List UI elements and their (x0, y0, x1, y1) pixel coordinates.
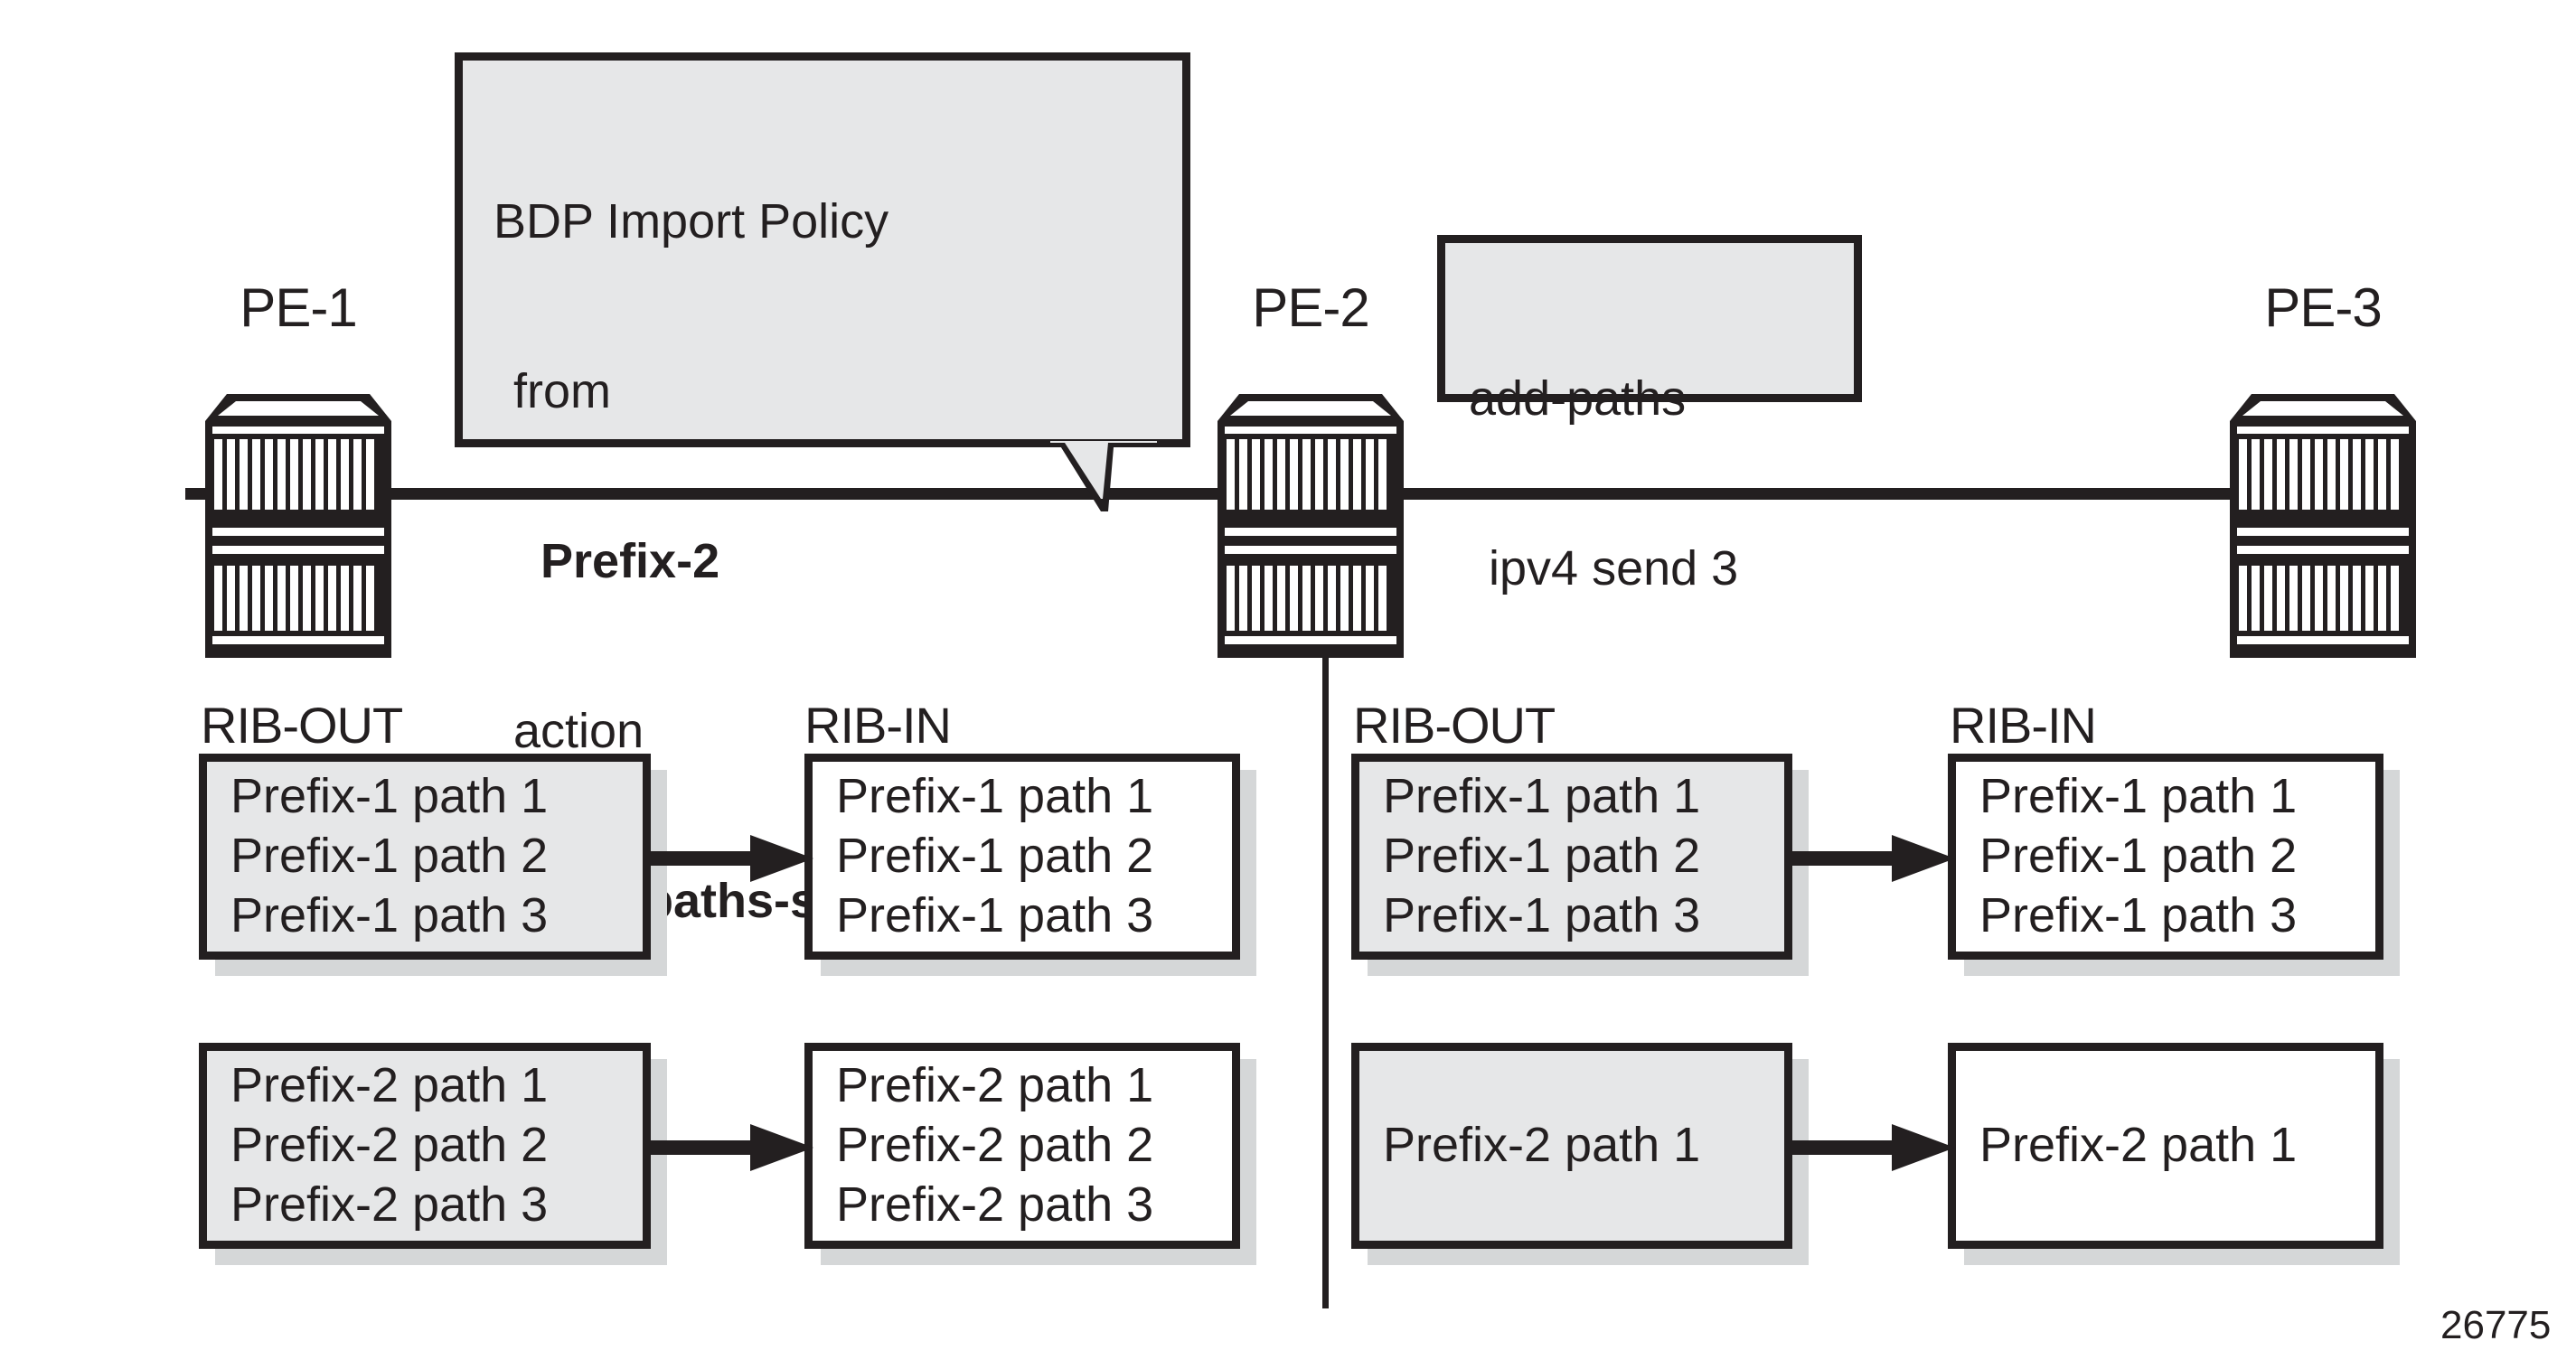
callout-tail-icon (1045, 439, 1162, 511)
prefix-line: Prefix-1 path 3 (836, 887, 1154, 942)
prefix-line: Prefix-1 path 2 (1383, 829, 1701, 884)
prefix-line: Prefix-2 path 1 (230, 1058, 549, 1113)
rib-header-pe2-rib-out: RIB-OUT (1353, 697, 1556, 754)
arrow-pe1-out-to-pe2-in-prefix1 (649, 835, 813, 882)
prefix-line: Prefix-1 path 2 (1979, 829, 2298, 884)
trunk-link-right (1302, 488, 2269, 500)
prefix-box-pe2-out-prefix2: Prefix-2 path 1 (1351, 1043, 1792, 1249)
pe2-vertical-divider (1322, 622, 1329, 1308)
chassis-icon (2230, 394, 2416, 658)
prefix-box-pe1-out-prefix1: Prefix-1 path 1 Prefix-1 path 2 Prefix-1… (199, 754, 651, 960)
prefix-line: Prefix-1 path 2 (836, 829, 1154, 884)
prefix-box-pe3-in-prefix1: Prefix-1 path 1 Prefix-1 path 2 Prefix-1… (1948, 754, 2383, 960)
prefix-box-lines: Prefix-2 path 1 Prefix-2 path 2 Prefix-2… (207, 1056, 643, 1235)
prefix-line: Prefix-1 path 3 (1979, 887, 2298, 942)
prefix-line: Prefix-2 path 3 (230, 1177, 549, 1232)
callout-line-from: from (513, 364, 611, 419)
arrow-pe2-out-to-pe3-in-prefix2 (1791, 1124, 1955, 1171)
prefix-line: Prefix-1 path 2 (230, 829, 549, 884)
prefix-line: Prefix-2 path 1 (1979, 1118, 2298, 1173)
prefix-line: Prefix-1 path 1 (1383, 769, 1701, 824)
prefix-box-lines: Prefix-2 path 1 (1359, 1116, 1784, 1176)
prefix-box-lines: Prefix-1 path 1 Prefix-1 path 2 Prefix-1… (1359, 767, 1784, 946)
callout-line-add-paths: add-paths (1469, 371, 1687, 427)
router-label-pe-2: PE-2 (1252, 277, 1369, 338)
arrow-pe2-out-to-pe3-in-prefix1 (1791, 835, 1955, 882)
router-pe-2: PE-2 (1198, 277, 1424, 658)
prefix-box-pe2-in-prefix2: Prefix-2 path 1 Prefix-2 path 2 Prefix-2… (804, 1043, 1240, 1249)
rib-header-pe2-rib-in: RIB-IN (804, 697, 952, 754)
prefix-line: Prefix-2 path 3 (836, 1177, 1154, 1232)
router-pe-3: PE-3 (2210, 277, 2436, 658)
callout-add-paths-config: add-paths ipv4 send 3 (1437, 235, 1862, 595)
router-pe-1: PE-1 (185, 277, 411, 658)
trunk-link-left (185, 488, 1261, 500)
prefix-box-lines: Prefix-1 path 1 Prefix-1 path 2 Prefix-1… (813, 767, 1232, 946)
prefix-box-pe1-out-prefix2: Prefix-2 path 1 Prefix-2 path 2 Prefix-2… (199, 1043, 651, 1249)
prefix-box-pe3-in-prefix2: Prefix-2 path 1 (1948, 1043, 2383, 1249)
prefix-line: Prefix-1 path 3 (1383, 887, 1701, 942)
prefix-line: Prefix-1 path 3 (230, 887, 549, 942)
chassis-icon (1217, 394, 1404, 658)
prefix-line: Prefix-2 path 2 (836, 1118, 1154, 1173)
rib-header-pe3-rib-in: RIB-IN (1950, 697, 2097, 754)
prefix-box-pe2-in-prefix1: Prefix-1 path 1 Prefix-1 path 2 Prefix-1… (804, 754, 1240, 960)
prefix-box-lines: Prefix-1 path 1 Prefix-1 path 2 Prefix-1… (207, 767, 643, 946)
callout-line-policy: BDP Import Policy (494, 194, 889, 249)
prefix-line: Prefix-1 path 1 (1979, 769, 2298, 824)
chassis-icon (205, 394, 391, 658)
prefix-line: Prefix-1 path 1 (230, 769, 549, 824)
callout-add-paths-config-text: add-paths ipv4 send 3 (1445, 243, 1854, 719)
arrow-pe1-out-to-pe2-in-prefix2 (649, 1124, 813, 1171)
prefix-line: Prefix-2 path 1 (1383, 1118, 1701, 1173)
rib-header-pe1-rib-out: RIB-OUT (201, 697, 403, 754)
callout-line-ipv4-send: ipv4 send 3 (1489, 541, 1739, 596)
router-label-pe-1: PE-1 (240, 277, 357, 338)
callout-line-action: action (513, 703, 644, 758)
prefix-box-lines: Prefix-2 path 1 (1956, 1116, 2375, 1176)
prefix-box-pe2-out-prefix1: Prefix-1 path 1 Prefix-1 path 2 Prefix-1… (1351, 754, 1792, 960)
figure-number: 26775 (2440, 1303, 2552, 1347)
prefix-line: Prefix-2 path 1 (836, 1058, 1154, 1113)
prefix-box-lines: Prefix-2 path 1 Prefix-2 path 2 Prefix-2… (813, 1056, 1232, 1235)
callout-bgp-import-policy: BDP Import Policy from Prefix-2 action a… (455, 52, 1190, 928)
prefix-line: Prefix-2 path 2 (230, 1118, 549, 1173)
prefix-line: Prefix-1 path 1 (836, 769, 1154, 824)
prefix-box-lines: Prefix-1 path 1 Prefix-1 path 2 Prefix-1… (1956, 767, 2375, 946)
callout-line-prefix: Prefix-2 (541, 534, 720, 588)
router-label-pe-3: PE-3 (2264, 277, 2382, 338)
